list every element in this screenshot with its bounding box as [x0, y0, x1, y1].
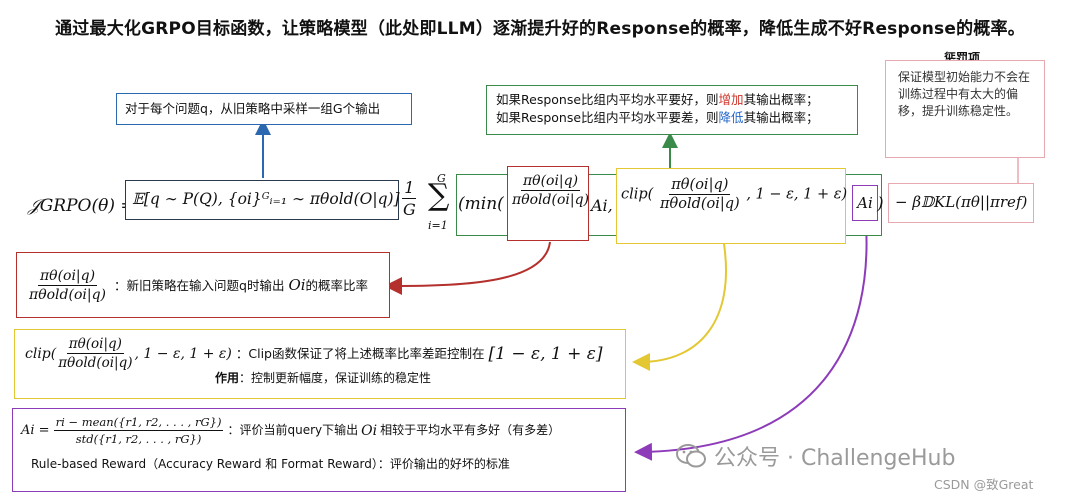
ratio-inline-den: πθold(oi|q)	[512, 192, 590, 208]
clip-box-effect-label: 作用	[215, 371, 240, 385]
sum-bottom: i=1	[428, 219, 448, 232]
watermark-brand: 公众号 · ChallengeHub	[676, 440, 955, 472]
arrow-red	[384, 241, 551, 295]
adv-den: std({r1, r2, . . . , rG})	[75, 432, 202, 446]
clip-box-effect-text: ：控制更新幅度，保证训练的稳定性	[239, 371, 432, 385]
compare-line1-highlight: 增加	[718, 92, 744, 107]
clip-inline-rest: , 1 − ε, 1 + ε)	[746, 186, 848, 203]
adv-rule: Rule-based Reward（Accuracy Reward 和 Form…	[31, 457, 510, 471]
sample-box: 对于每个问题q，从旧策略中采样一组G个输出	[116, 93, 412, 125]
ai-box-inline: Ai	[852, 185, 878, 221]
kl-box: − β𝔻KL(πθ||πref)	[888, 183, 1034, 223]
watermark-csdn: CSDN @致Great	[934, 477, 1034, 492]
kl-text: − β𝔻KL(πθ||πref)	[895, 193, 1028, 211]
wechat-icon	[676, 444, 706, 468]
expectation-box: 𝔼[q ∼ P(Q), {oi}ᴳᵢ₌₁ ∼ πθold(O|q)]	[125, 180, 400, 220]
adv-num: ri − mean({r1, r2, . . . , rG})	[53, 415, 224, 431]
watermark-brand-text: 公众号 · ChallengeHub	[714, 446, 956, 471]
clip-inline-word: clip(	[621, 186, 654, 203]
clip-box-word: clip(	[25, 345, 57, 362]
clip-box-inline: clip( πθ(oi|q) πθold(oi|q) , 1 − ε, 1 + …	[616, 168, 848, 244]
ratio-box-num: πθ(oi|q)	[37, 267, 98, 286]
one-over-g: 1 G	[401, 178, 418, 219]
clip-box-text: ：Clip函数保证了将上述概率比率差距控制在	[235, 345, 485, 361]
clip-box-num: πθ(oi|q)	[66, 336, 124, 354]
compare-line1-pre: 如果Response比组内平均水平要好，则	[496, 92, 719, 107]
ratio-box-inline: πθ(oi|q) πθold(oi|q)	[507, 166, 589, 241]
compare-line1-post: 其输出概率；	[743, 92, 819, 107]
page-title: 通过最大化GRPO目标函数，让策略模型（此处即LLM）逐渐提升好的Respons…	[55, 19, 1025, 39]
compare-line2-pre: 如果Response比组内平均水平要差，则	[496, 110, 719, 125]
ratio-inline-num: πθ(oi|q)	[520, 173, 581, 191]
sum-symbol: ∑	[428, 178, 450, 213]
clip-box-range: [1 − ε, 1 + ε]	[488, 343, 603, 364]
clip-box-den: πθold(oi|q)	[58, 355, 133, 371]
adv-text-post: 相较于平均水平有多好（有多差）	[380, 423, 561, 437]
penalty-box: 保证模型初始能力不会在训练过程中有太大的偏移，提升训练稳定性。	[885, 60, 1045, 158]
one-over-g-num: 1	[402, 178, 417, 199]
arrow-yellow	[632, 243, 727, 371]
clip-inline-den: πθold(oi|q)	[659, 196, 740, 212]
formula-close: )	[877, 194, 884, 214]
clip-box-rest: , 1 − ε, 1 + ε)	[134, 345, 232, 362]
adv-oi: Oi	[361, 422, 378, 439]
one-over-g-den: G	[403, 200, 416, 219]
compare-line2-highlight: 降低	[718, 110, 744, 125]
adv-text-pre: ：评价当前query下输出	[227, 423, 359, 437]
clip-inline-num: πθ(oi|q)	[669, 177, 731, 195]
sum-top: G	[437, 172, 446, 185]
ai-inline-text: Ai	[857, 194, 873, 212]
arrow-purple	[634, 223, 868, 461]
sample-box-text: 对于每个问题q，从旧策略中采样一组G个输出	[125, 101, 381, 116]
formula-lhs: 𝒥GRPO(θ) =	[28, 196, 135, 216]
compare-box: 如果Response比组内平均水平要好，则增加其输出概率； 如果Response…	[486, 85, 858, 135]
penalty-text: 保证模型初始能力不会在训练过程中有太大的偏移，提升训练稳定性。	[898, 70, 1031, 118]
min-open: (min(	[458, 194, 504, 214]
ratio-box-text-post: 的概率比率	[305, 277, 369, 293]
expectation-text: 𝔼[q ∼ P(Q), {oi}ᴳᵢ₌₁ ∼ πθold(O|q)]	[132, 190, 400, 208]
ratio-box-oi: Oi	[288, 275, 306, 294]
ratio-box: πθ(oi|q) πθold(oi|q) ：新旧策略在输入问题q时输出 Oi的概…	[16, 252, 390, 318]
ratio-box-den: πθold(oi|q)	[29, 286, 107, 303]
ratio-box-text-pre: ：新旧策略在输入问题q时输出	[114, 277, 285, 293]
adv-ai: Ai =	[21, 423, 50, 438]
advantage-box: Ai = ri − mean({r1, r2, . . . , rG}) std…	[12, 408, 626, 492]
ai-first: Ai,	[591, 196, 613, 215]
compare-line2-post: 其输出概率；	[743, 110, 819, 125]
clip-box: clip( πθ(oi|q) πθold(oi|q) , 1 − ε, 1 + …	[14, 329, 626, 399]
